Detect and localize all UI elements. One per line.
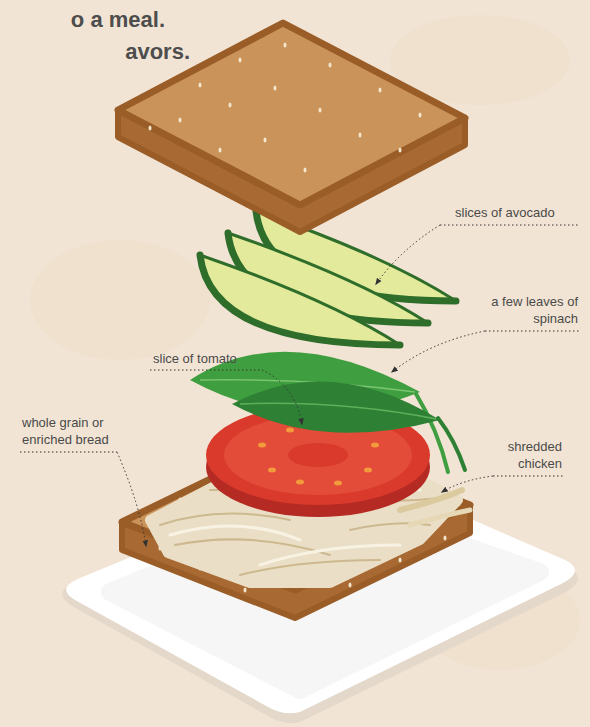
seed — [149, 126, 152, 131]
leader-line — [262, 370, 302, 424]
leader-lines — [20, 225, 580, 546]
seed — [444, 536, 447, 541]
seed — [258, 443, 266, 448]
avocado-flesh — [200, 255, 400, 345]
heading-fragment: o a meal. — [71, 6, 165, 34]
seed — [229, 103, 232, 108]
seed — [244, 588, 247, 593]
seed — [399, 148, 402, 153]
seed — [264, 138, 267, 143]
seed — [304, 168, 307, 173]
seed — [239, 58, 242, 63]
heading-fragment: avors. — [125, 38, 190, 66]
label-underline — [440, 225, 578, 226]
avocado-skin — [200, 255, 400, 345]
seed — [268, 468, 276, 473]
spinach-stem — [438, 418, 465, 470]
background-blotch — [30, 240, 210, 360]
seed — [274, 86, 277, 91]
seed — [334, 481, 342, 486]
label-underline — [150, 370, 262, 371]
seed — [419, 113, 422, 118]
chicken-strand — [170, 526, 300, 540]
label-underline — [20, 452, 117, 453]
chicken-strand — [240, 560, 380, 575]
seed — [359, 133, 362, 138]
seed — [319, 108, 322, 113]
seed — [329, 63, 332, 68]
chicken-strand — [410, 510, 470, 525]
spinach-leaf — [232, 381, 440, 432]
seed — [199, 83, 202, 88]
bread-slice — [118, 23, 465, 205]
seed — [179, 118, 182, 123]
spinach-stem — [415, 392, 448, 472]
label-underline — [493, 476, 565, 477]
chicken-strand — [160, 514, 290, 525]
seed — [364, 468, 372, 473]
leader-line — [376, 225, 440, 284]
seed — [379, 88, 382, 93]
leader-line — [117, 452, 146, 546]
part-label: slices of avocado — [455, 204, 580, 221]
part-label: whole grain or enriched bread — [22, 414, 122, 448]
leader-line — [392, 331, 485, 372]
tomato-seeds — [258, 428, 379, 486]
seed — [399, 558, 402, 563]
leaf-vein — [240, 403, 436, 419]
label-underline — [485, 331, 580, 332]
chicken-strand — [260, 545, 400, 565]
seed — [219, 148, 222, 153]
part-label: slice of tomato — [153, 350, 265, 367]
seed — [296, 480, 304, 485]
seed — [371, 443, 379, 448]
avocado-slice — [200, 255, 400, 345]
tomato-core — [288, 443, 348, 467]
part-label: shredded chicken — [490, 438, 562, 472]
part-label: a few leaves of spinach — [488, 293, 578, 327]
seed — [286, 428, 294, 433]
seed — [284, 43, 287, 48]
leader-line — [442, 476, 493, 492]
seed — [349, 583, 352, 588]
